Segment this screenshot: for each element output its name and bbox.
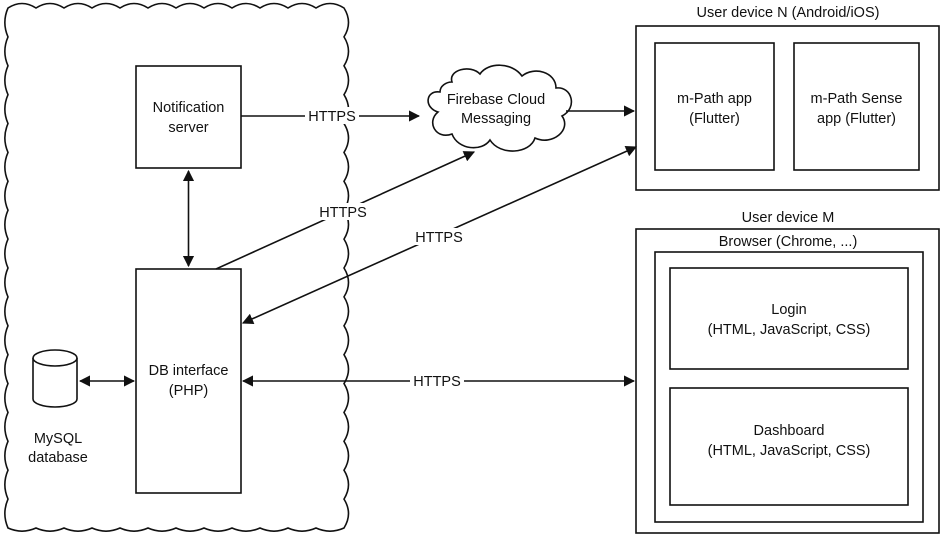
firebase-label-line1: Firebase Cloud	[447, 92, 545, 108]
login-box	[669, 267, 909, 370]
database-icon	[32, 349, 78, 408]
firebase-label-line2: Messaging	[461, 111, 531, 127]
database-label-line2: database	[28, 450, 88, 466]
mpath-app-label-line2: (Flutter)	[689, 111, 740, 127]
login-label-line2: (HTML, JavaScript, CSS)	[708, 322, 871, 338]
notification-server-label-line1: Notification	[153, 100, 225, 116]
firebase-cloud-shape	[427, 64, 573, 152]
device-n-title: User device N (Android/iOS)	[697, 5, 880, 21]
mpath-sense-app-label-line2: app (Flutter)	[817, 111, 896, 127]
browser-title: Browser (Chrome, ...)	[719, 234, 858, 250]
db-interface-label-line1: DB interface	[149, 363, 229, 379]
login-label-line1: Login	[771, 302, 806, 318]
dashboard-label-line1: Dashboard	[754, 423, 825, 439]
mpath-app-label-line1: m-Path app	[677, 91, 752, 107]
https-label-device-n-db: HTTPS	[415, 230, 463, 246]
db-interface-box	[135, 268, 242, 494]
https-label-db-device-m: HTTPS	[413, 374, 461, 390]
notification-server-box	[135, 65, 242, 169]
database-label-line1: MySQL	[34, 431, 82, 447]
mpath-sense-app-label-line1: m-Path Sense	[811, 91, 903, 107]
mpath-sense-app-box	[793, 42, 920, 171]
db-interface-label-line2: (PHP)	[169, 383, 208, 399]
dashboard-label-line2: (HTML, JavaScript, CSS)	[708, 443, 871, 459]
notification-server-label-line2: server	[168, 120, 208, 136]
device-m-title: User device M	[742, 210, 835, 226]
mpath-app-box	[654, 42, 775, 171]
https-label-db-firebase: HTTPS	[319, 205, 367, 221]
dashboard-box	[669, 387, 909, 506]
https-label-notif-firebase: HTTPS	[308, 109, 356, 125]
server-region-cloud	[4, 2, 350, 532]
